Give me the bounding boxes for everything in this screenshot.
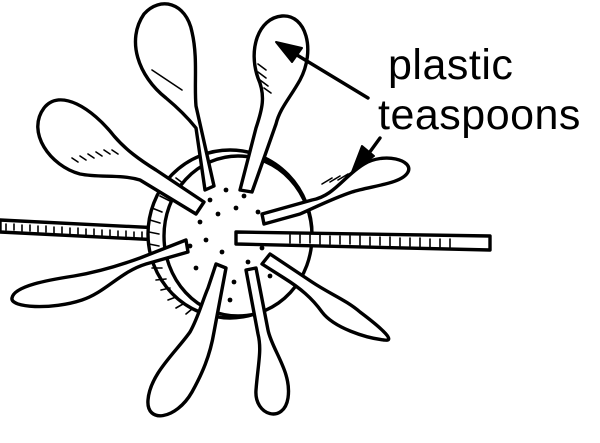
callout-label-teaspoons: teaspoons — [378, 91, 581, 139]
teaspoon-bottom-left — [146, 262, 228, 418]
teaspoon-right-lower — [260, 252, 391, 342]
axle-rod-left — [0, 218, 162, 242]
callout-arrow-to-top-right-spoon — [275, 41, 370, 100]
callout-arrow-to-right-spoon — [351, 136, 382, 173]
axle-rod-right — [234, 230, 492, 252]
teaspoon-left-upper — [36, 98, 206, 216]
teaspoon-top-left — [133, 2, 216, 192]
callout-label-plastic: plastic — [388, 41, 514, 89]
teaspoon-left-lower — [10, 238, 190, 309]
teaspoon-bottom-right — [244, 266, 291, 416]
teaspoon-right-upper — [260, 156, 411, 226]
